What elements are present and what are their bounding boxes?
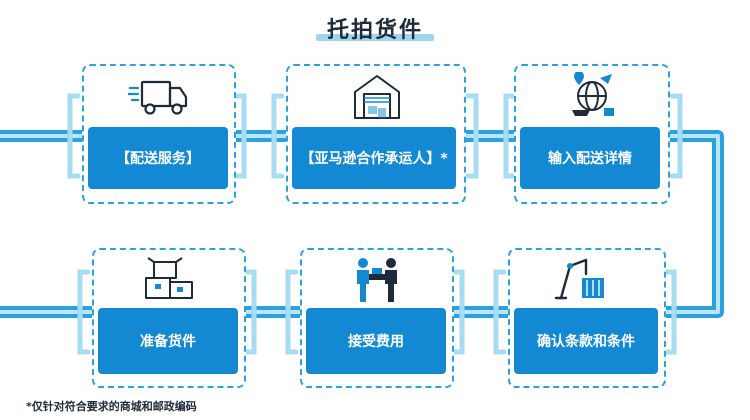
- step-label-2: 【亚马逊合作承运人】*: [292, 127, 456, 189]
- handshake-icon: [357, 258, 397, 302]
- delivery-truck-icon: [128, 80, 188, 115]
- boxes-icon: [145, 257, 193, 299]
- step-label-3: 输入配送详情: [520, 127, 660, 189]
- crane-container-icon: [554, 258, 604, 300]
- step-label-1: 【配送服务】: [88, 127, 228, 189]
- warehouse-icon: [354, 75, 400, 119]
- globe-logistics-icon: [572, 72, 614, 116]
- step-label-5: 接受费用: [306, 308, 446, 374]
- footnote: *仅针对符合要求的商城和邮政编码: [26, 400, 197, 413]
- step-label-6: 确认条款和条件: [514, 308, 658, 374]
- page-title: 托拍货件: [326, 18, 423, 43]
- step-label-4: 准备货件: [98, 308, 238, 374]
